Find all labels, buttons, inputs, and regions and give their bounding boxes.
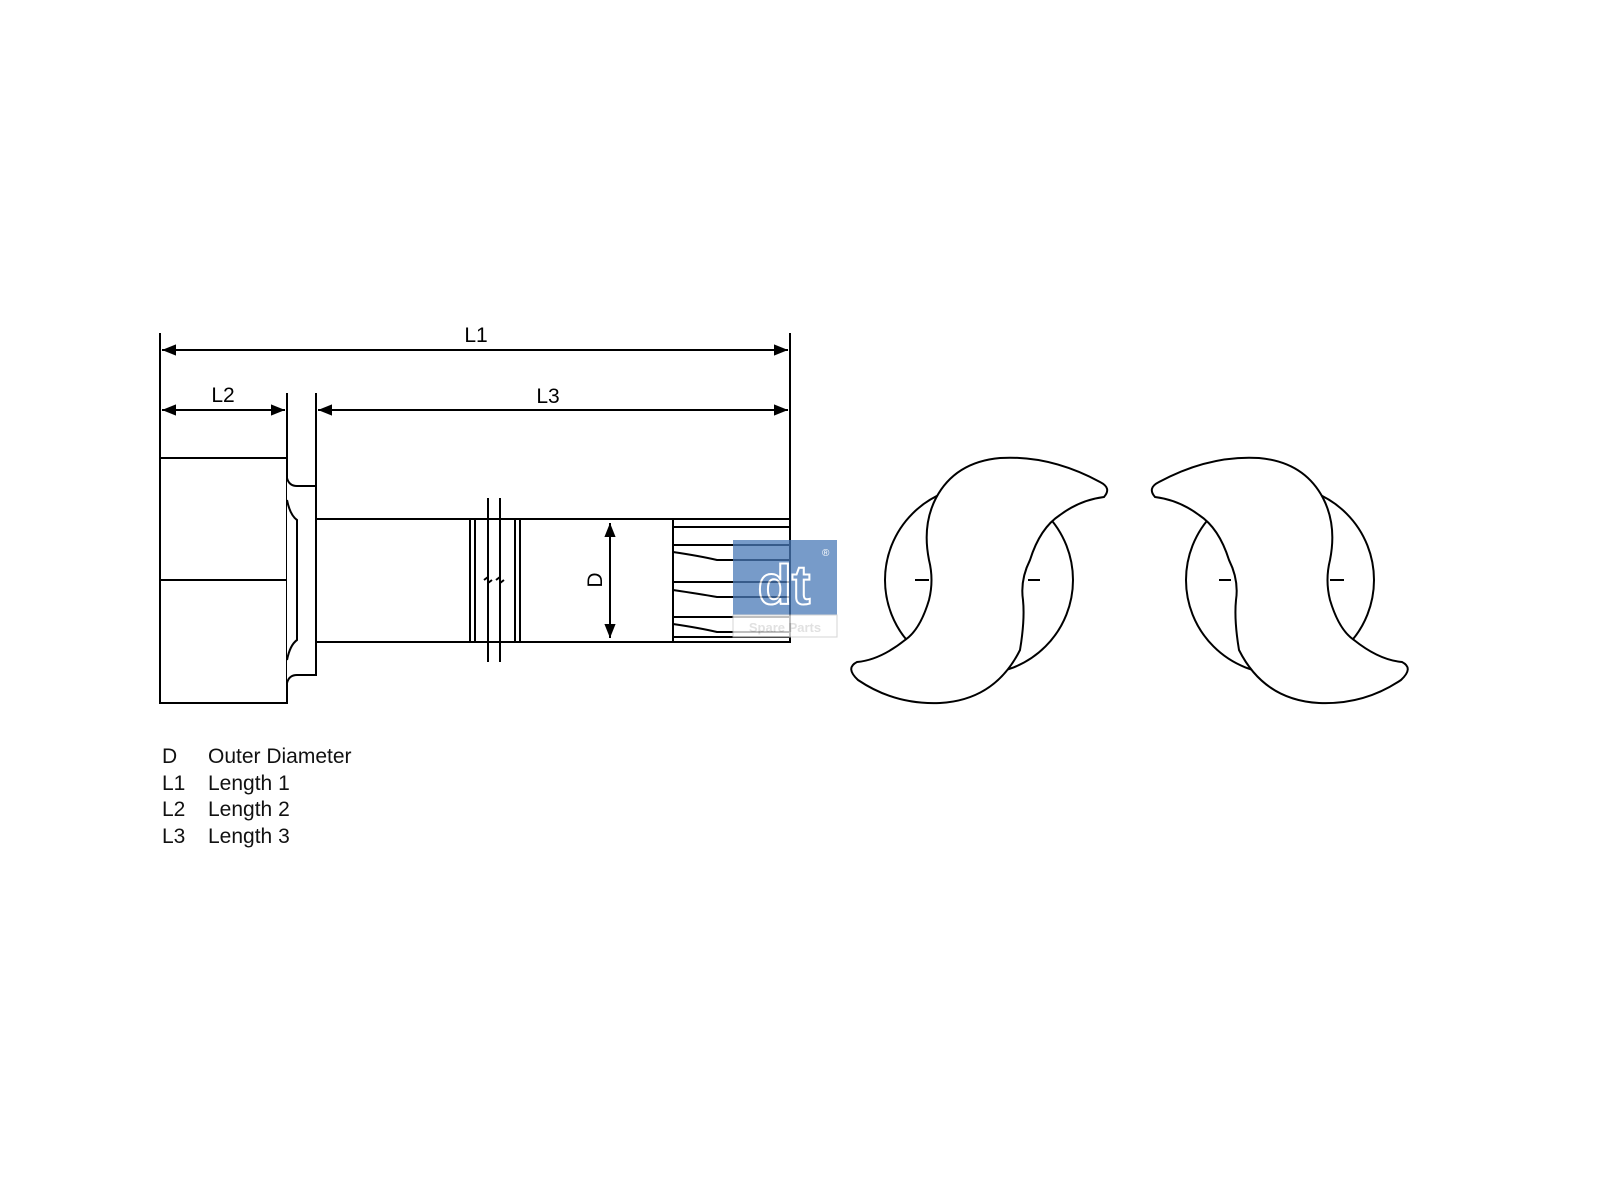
legend-label: Length 3 [208, 825, 290, 849]
l1-label: L1 [464, 324, 487, 347]
l2-label: L2 [211, 384, 234, 407]
dt-spare-parts-logo: dt ® Spare Parts [732, 540, 838, 638]
shaft-side-view: D [159, 457, 791, 704]
legend: D Outer Diameter L1 Length 1 L2 Length 2 L3… [162, 744, 352, 851]
legend-key: L2 [162, 798, 186, 822]
legend-item: D Outer Diameter [162, 744, 352, 771]
legend-key: L1 [162, 771, 186, 795]
legend-label: Length 2 [208, 798, 290, 822]
legend-label: Length 1 [208, 771, 290, 795]
legend-label: Outer Diameter [208, 745, 352, 768]
logo-subtext: Spare Parts [749, 620, 821, 635]
cam-end-view-left [850, 456, 1109, 705]
legend-item: L1 Length 1 [162, 771, 352, 798]
legend-key: D [162, 745, 178, 768]
legend-key: L3 [162, 825, 186, 849]
l3-label: L3 [536, 385, 559, 408]
legend-item: L2 Length 2 [162, 797, 352, 824]
cam-end-view-right [1150, 456, 1409, 705]
d-label: D [584, 572, 607, 587]
legend-item: L3 Length 3 [162, 824, 352, 851]
logo-text: dt [758, 553, 811, 616]
dimension-lines: L1 L2 L3 [159, 324, 791, 520]
svg-text:®: ® [822, 548, 830, 559]
